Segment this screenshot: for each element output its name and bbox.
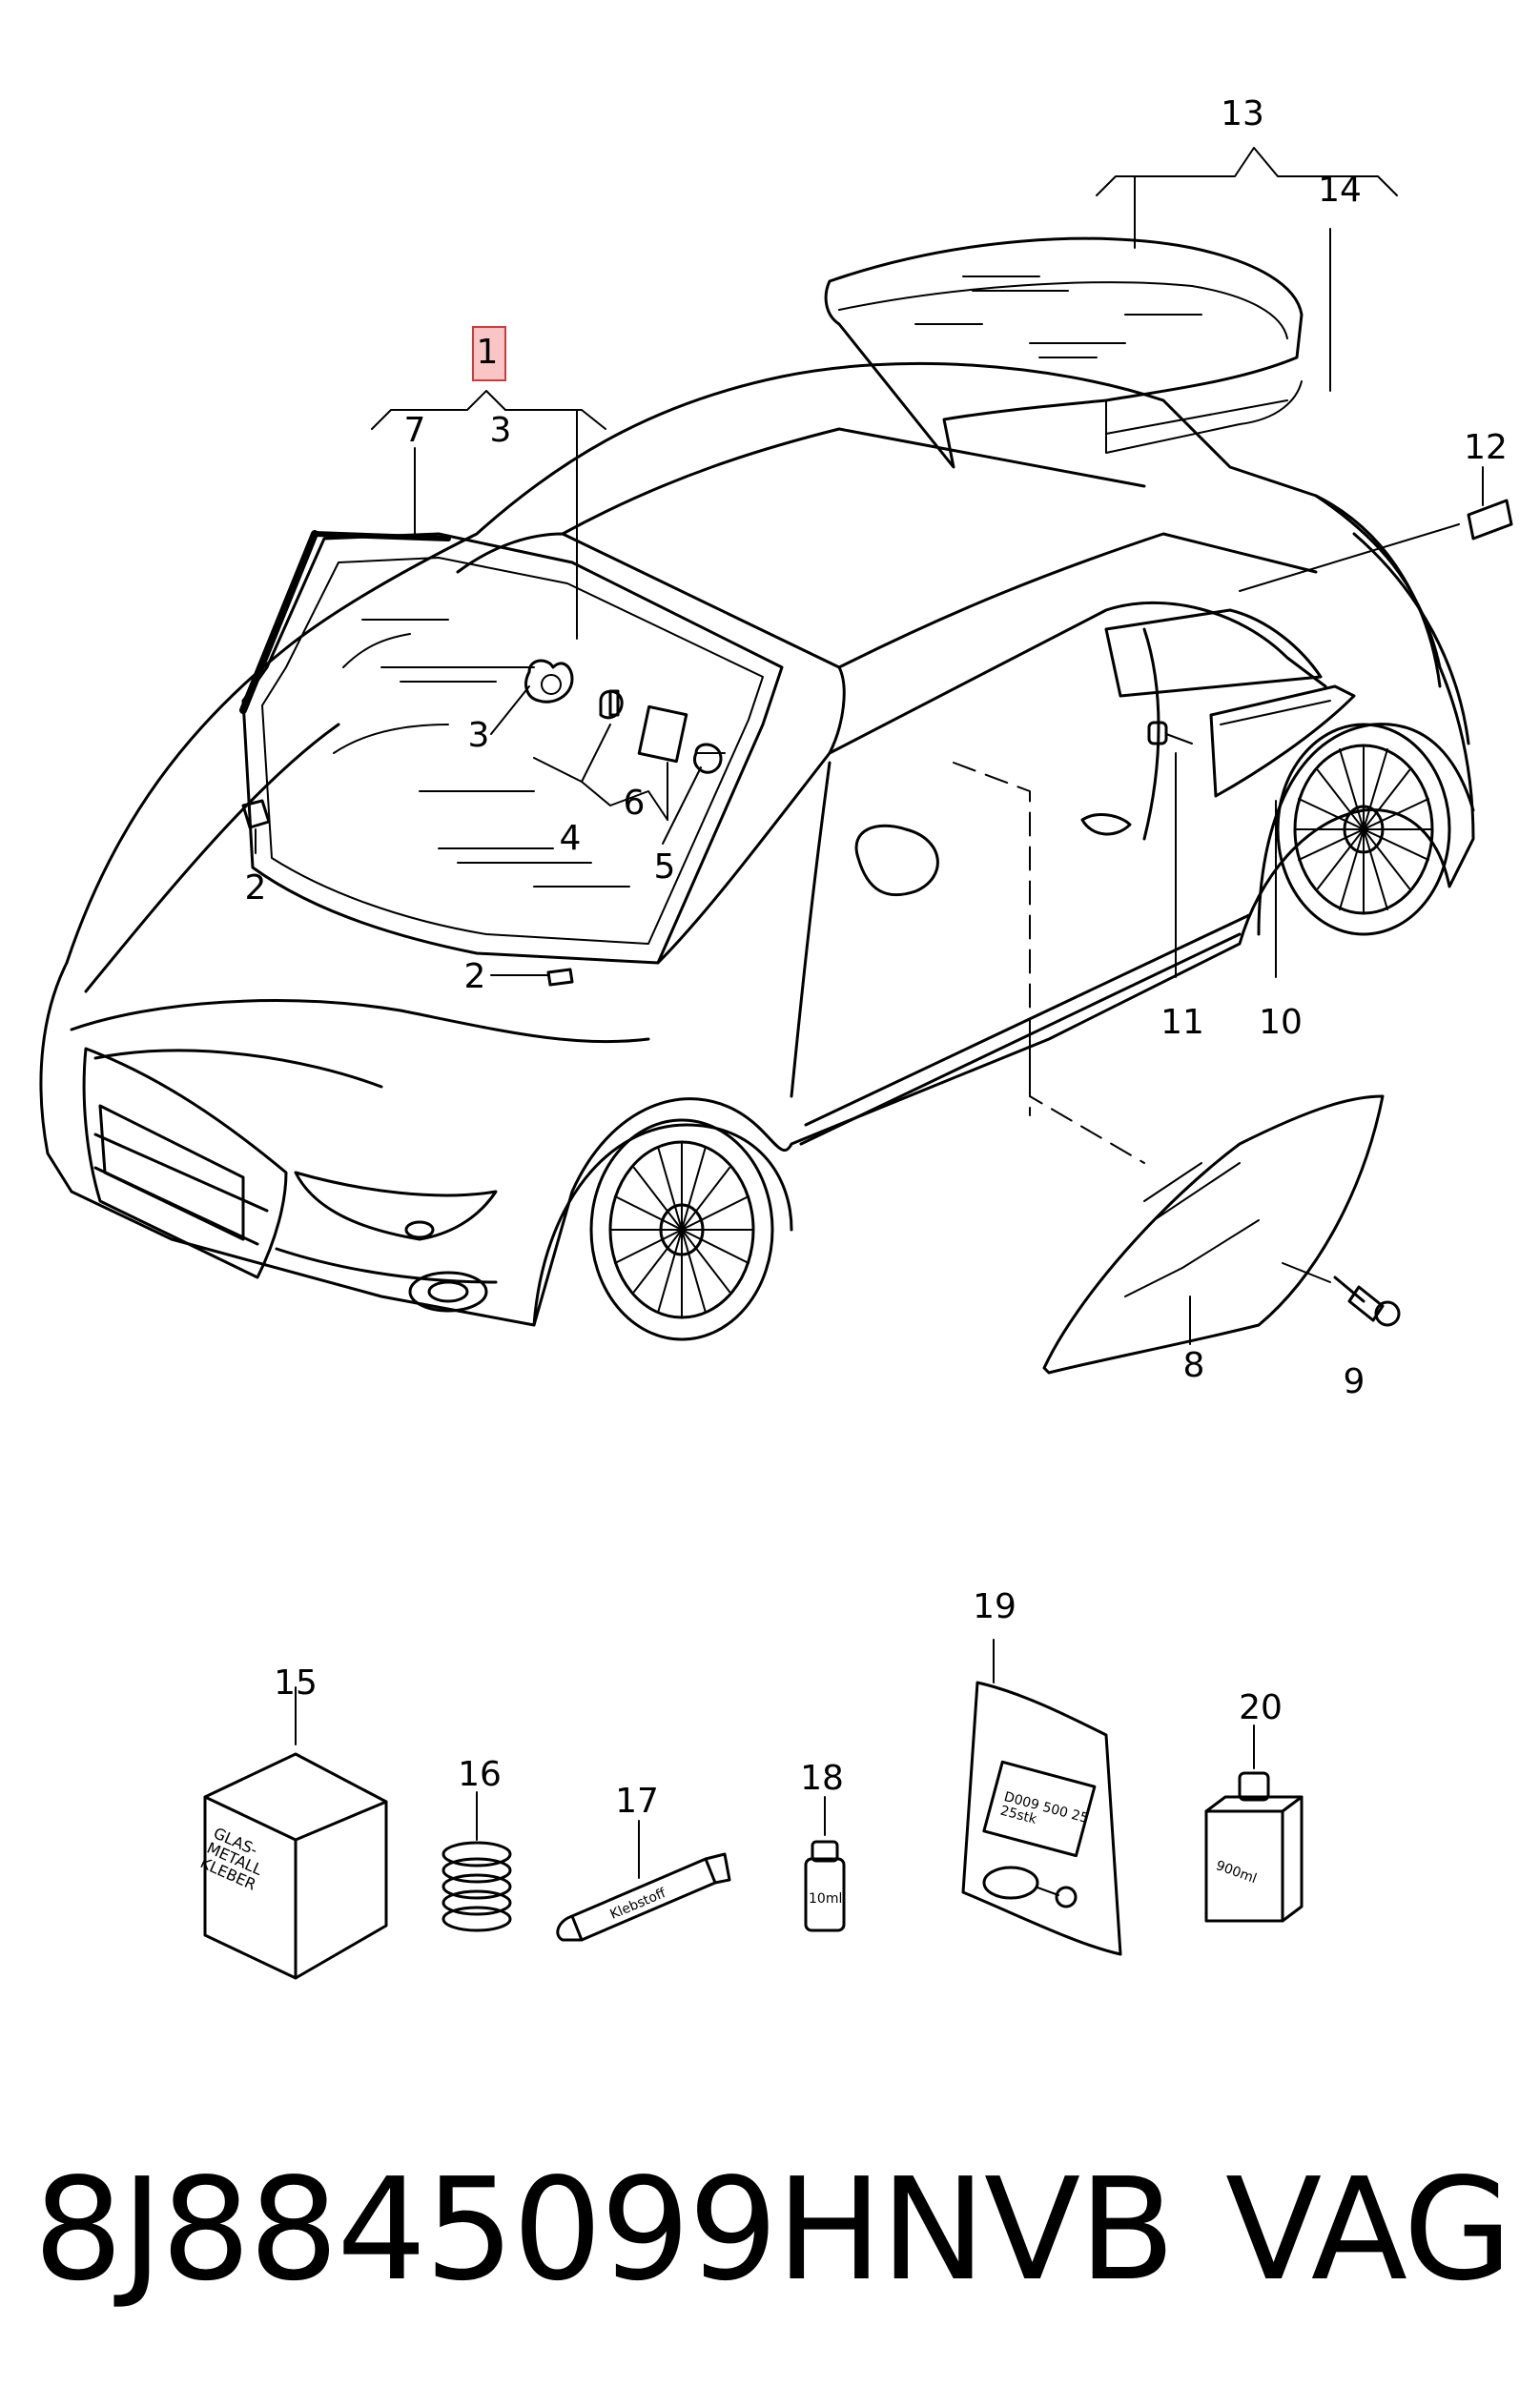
glue-tube-shape	[556, 1820, 731, 1942]
callout-19[interactable]: 19	[973, 1587, 1016, 1626]
spring-shape	[441, 1791, 512, 1932]
pad-upper-shape	[241, 799, 271, 829]
callout-3-sensor[interactable]: 3	[467, 716, 490, 755]
part-number-caption: 8J8845099HNVB	[33, 2148, 1176, 2312]
clip-shape	[1147, 721, 1193, 745]
sticker-shape	[1467, 499, 1513, 541]
callout-13[interactable]: 13	[1221, 94, 1264, 133]
windscreen	[239, 530, 784, 965]
callout-2-upper[interactable]: 2	[244, 868, 267, 908]
callout-15[interactable]: 15	[274, 1663, 318, 1703]
car-body	[39, 361, 1475, 1341]
callout-12[interactable]: 12	[1464, 428, 1508, 467]
brand-caption: VAG	[1225, 2148, 1512, 2312]
roof-glass	[824, 236, 1304, 469]
small-bottle-label: 10ml	[809, 1891, 843, 1907]
callout-20[interactable]: 20	[1239, 1688, 1283, 1727]
callout-6[interactable]: 6	[623, 784, 646, 823]
callout-14[interactable]: 14	[1318, 171, 1362, 210]
callout-10[interactable]: 10	[1259, 1003, 1303, 1042]
parts-bag-shape	[961, 1639, 1122, 1956]
callout-7[interactable]: 7	[403, 411, 426, 450]
callout-18[interactable]: 18	[800, 1759, 844, 1798]
leader-lines	[255, 147, 1484, 1345]
callout-9[interactable]: 9	[1343, 1362, 1365, 1401]
callout-11[interactable]: 11	[1160, 1003, 1204, 1042]
callout-16[interactable]: 16	[458, 1755, 502, 1794]
quarter-glass-shape	[1209, 684, 1356, 798]
pad-lower-shape	[546, 968, 574, 987]
callout-5[interactable]: 5	[653, 847, 676, 887]
glue-box-shape	[203, 1686, 388, 1980]
callout-4[interactable]: 4	[559, 819, 582, 858]
callout-2-lower[interactable]: 2	[463, 957, 486, 996]
callout-1[interactable]: 1	[476, 333, 499, 372]
windscreen-sensors	[524, 659, 726, 774]
door-glass-shape	[1042, 1094, 1385, 1375]
callout-17[interactable]: 17	[615, 1782, 659, 1821]
highlight-box	[472, 326, 506, 381]
callout-8[interactable]: 8	[1182, 1346, 1205, 1385]
callout-3-top[interactable]: 3	[489, 411, 512, 450]
screw-shape	[1333, 1275, 1401, 1327]
large-bottle-shape	[1204, 1724, 1304, 1923]
small-bottle-shape	[804, 1796, 846, 1932]
